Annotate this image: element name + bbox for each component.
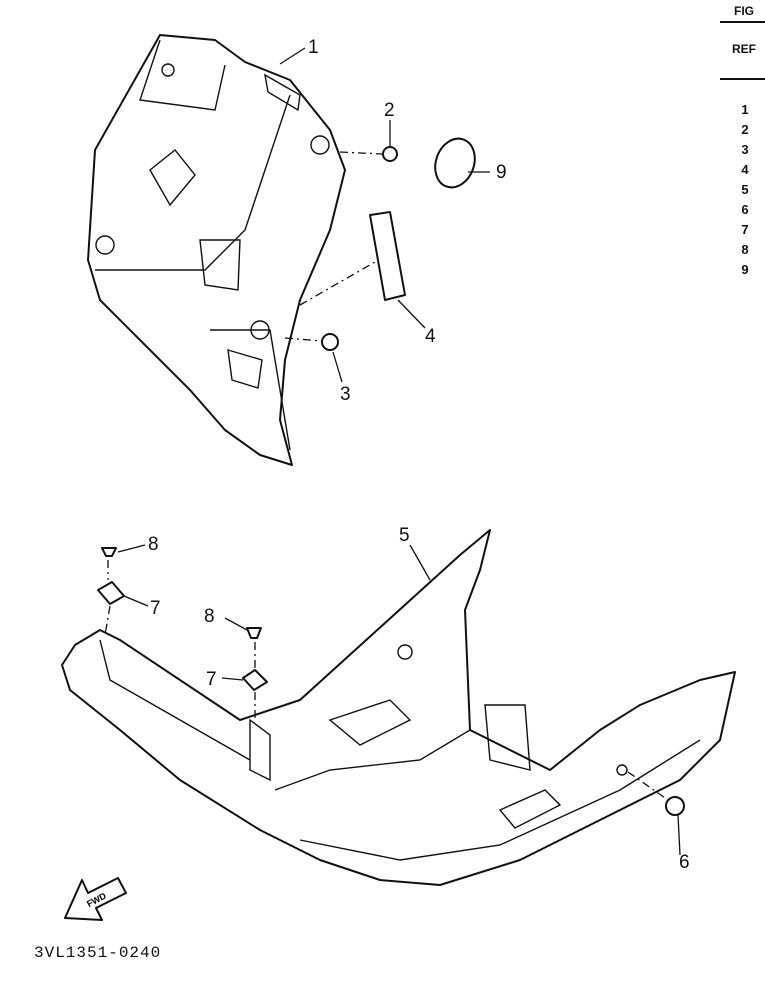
screw-part-2 (339, 120, 398, 162)
ref-number: 4 (741, 162, 749, 177)
callout-5: 5 (399, 525, 410, 546)
callout-9: 9 (496, 162, 507, 183)
ref-number: 2 (741, 122, 749, 137)
ref-number: 7 (741, 222, 749, 237)
ref-number: 5 (741, 182, 749, 197)
leg-shield-part-1 (87, 34, 346, 466)
clip-set-left (97, 544, 149, 636)
callout-8b: 8 (204, 606, 215, 627)
fig-heading: FIG (734, 4, 754, 18)
callout-4: 4 (425, 326, 436, 347)
under-cover-part-5 (61, 529, 736, 886)
screw-part-3 (284, 333, 343, 383)
ref-number: 8 (741, 242, 749, 257)
ref-number: 1 (741, 102, 749, 117)
ref-number: 3 (741, 142, 749, 157)
callout-1: 1 (308, 37, 319, 58)
clip-set-center (221, 617, 268, 718)
ref-number: 6 (741, 202, 749, 217)
fig-rule (720, 21, 765, 23)
plate-part-4 (299, 211, 426, 329)
callout-7a: 7 (150, 598, 161, 619)
ref-heading: REF (732, 42, 756, 56)
fwd-arrow-icon: FWD (64, 877, 127, 921)
ref-rule (720, 78, 765, 80)
callout-6: 6 (679, 852, 690, 873)
callout-7b: 7 (206, 669, 217, 690)
cap-part-9 (434, 137, 490, 189)
callout-3: 3 (340, 384, 351, 405)
bolt-part-6 (627, 771, 685, 856)
callout-8a: 8 (148, 534, 159, 555)
ref-number: 9 (741, 262, 749, 277)
callout-2: 2 (384, 100, 395, 121)
diagram-code: 3VL1351-0240 (34, 944, 162, 962)
